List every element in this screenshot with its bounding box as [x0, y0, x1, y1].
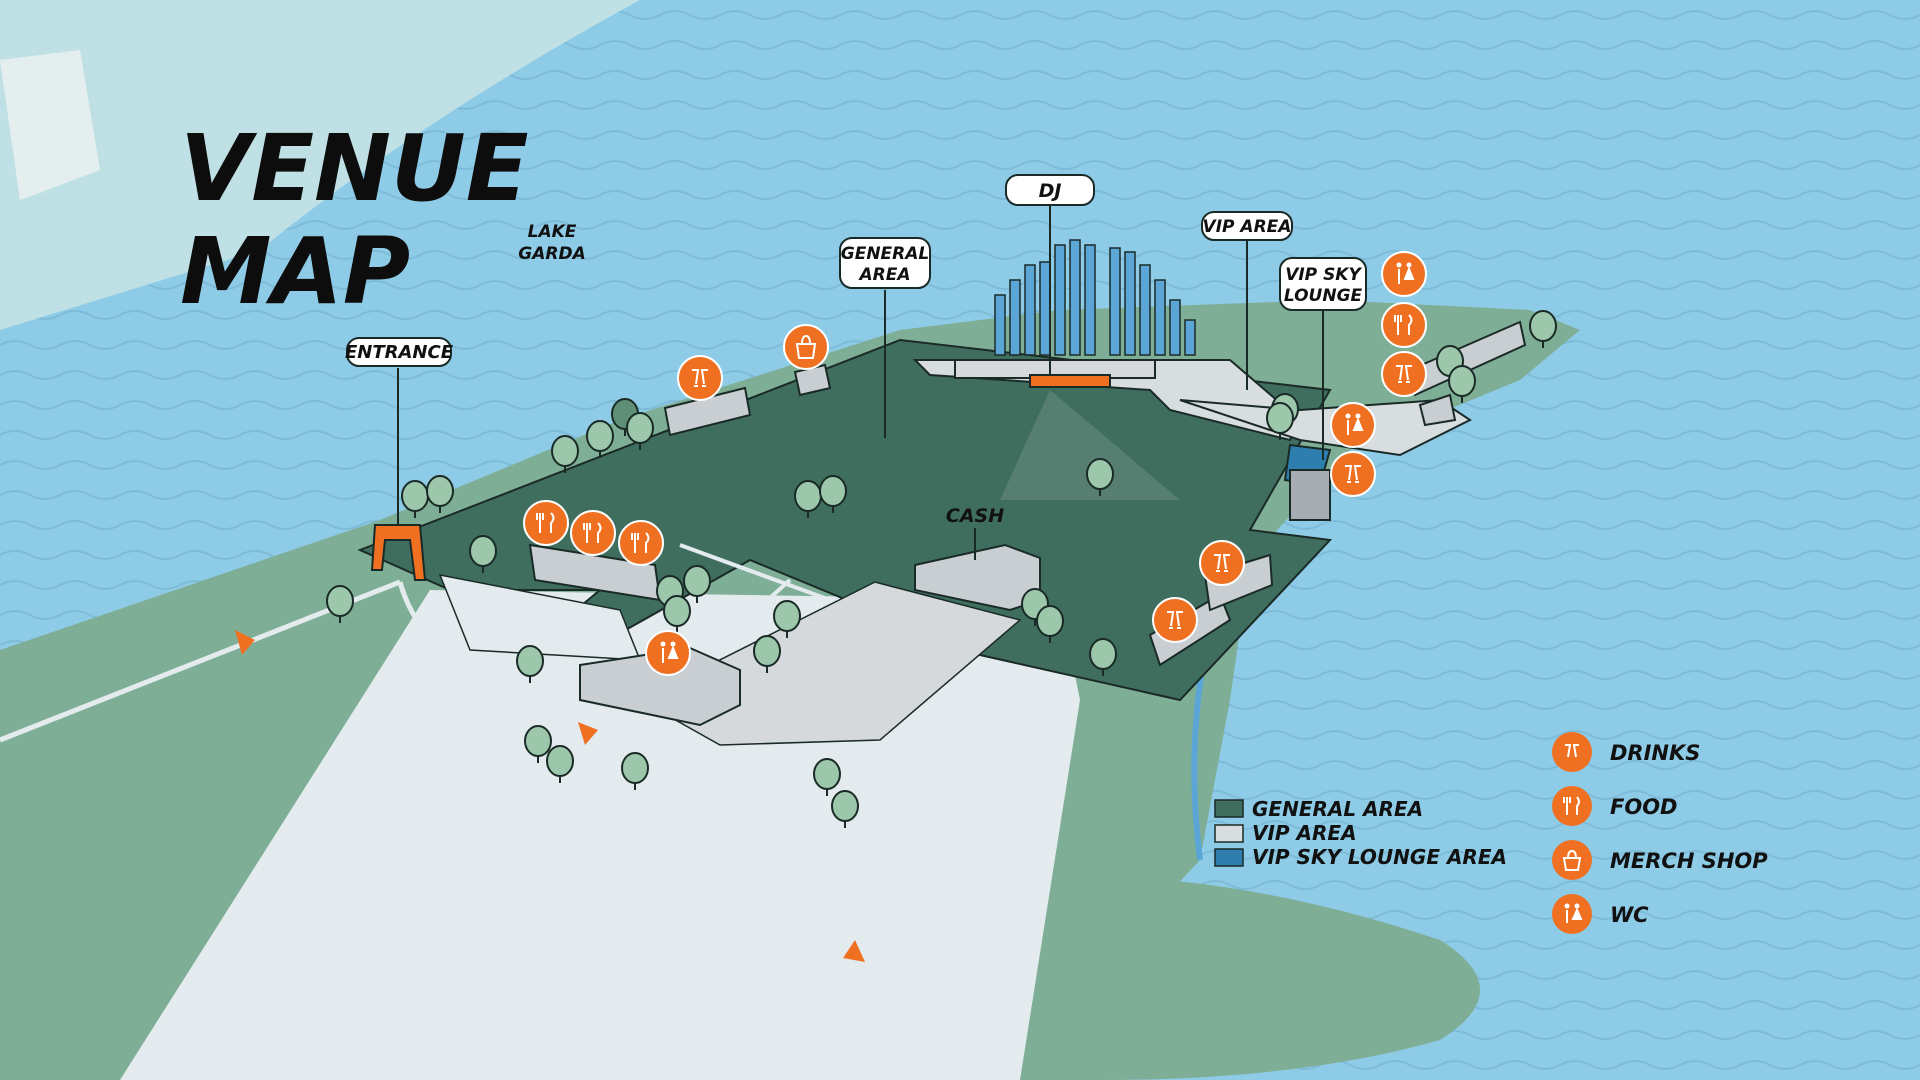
- callout-vip-area-label: VIP AREA: [1203, 217, 1292, 237]
- legend-drinks-icon: [1552, 732, 1592, 772]
- swatch-general-area: [1214, 799, 1244, 818]
- path-arrow: [235, 630, 255, 655]
- area-legend-vip-label: VIP AREA: [1252, 821, 1357, 845]
- lake-label-line1: LAKE: [528, 222, 577, 242]
- callout-general-area-line1: GENERAL: [841, 244, 930, 264]
- callout-vip-sky-lounge-line1: VIP SKY: [1285, 265, 1362, 285]
- drinks-icon: [677, 355, 723, 401]
- drinks-icon: [1330, 451, 1376, 497]
- far-building: [0, 50, 100, 200]
- path-inner-1: [679, 543, 831, 602]
- path-inner-2: [698, 578, 792, 662]
- swatch-vip-sky-lounge: [1214, 848, 1244, 867]
- food-icon: [618, 520, 664, 566]
- area-legend-item: VIP AREA: [1214, 821, 1357, 845]
- path-arrow: [843, 940, 865, 962]
- food-icon: [1381, 302, 1427, 348]
- legend-drinks-label: DRINKS: [1610, 741, 1700, 765]
- wc-icon: [1381, 251, 1427, 297]
- food-icon: [570, 510, 616, 556]
- entrance-gate: [370, 524, 427, 581]
- vip-area-east: [1179, 398, 1472, 457]
- area-legend: GENERAL AREA VIP AREA VIP SKY LOUNGE ARE…: [1214, 797, 1507, 869]
- callout-general-area: GENERAL AREA: [839, 237, 931, 289]
- callout-entrance: ENTRANCE: [345, 337, 454, 367]
- drinks-icon: [1381, 351, 1427, 397]
- callout-vip-sky-lounge-line2: LOUNGE: [1284, 286, 1363, 306]
- legend-merch-shop-icon: [1552, 840, 1592, 880]
- icon-legend: DRINKS FOOD MERCH SHOP WC: [1552, 732, 1768, 934]
- dj-booth: [1029, 374, 1111, 388]
- wc-icon: [1330, 402, 1376, 448]
- lake-label-line2: GARDA: [518, 244, 585, 264]
- poi-markers: [523, 251, 1427, 676]
- callout-general-area-line2: AREA: [857, 265, 910, 285]
- legend-food-label: FOOD: [1610, 795, 1677, 819]
- food-icon: [523, 500, 569, 546]
- far-shore: [0, 0, 640, 330]
- legend-food-icon: [1552, 786, 1592, 826]
- merch-shop-icon: [783, 324, 829, 370]
- wc-icon: [645, 630, 691, 676]
- area-legend-item: VIP SKY LOUNGE AREA: [1214, 845, 1507, 869]
- drinks-icon: [1152, 597, 1198, 643]
- cash-label: CASH: [946, 505, 1004, 527]
- title-line2: MAP: [180, 218, 410, 325]
- legend-wc-icon: [1552, 894, 1592, 934]
- path-arrow: [578, 722, 598, 745]
- callout-dj: DJ: [1005, 174, 1095, 206]
- swatch-vip-area: [1214, 824, 1244, 843]
- legend-wc-label: WC: [1610, 903, 1649, 927]
- dj-stage: [994, 239, 1196, 500]
- sky-lounge-building: [1289, 469, 1331, 521]
- callout-dj-label: DJ: [1039, 180, 1062, 202]
- buildings: [528, 320, 1527, 727]
- callout-lines: [397, 205, 1324, 525]
- callout-entrance-label: ENTRANCE: [345, 342, 454, 363]
- area-legend-item: GENERAL AREA: [1214, 797, 1423, 821]
- callout-vip-area: VIP AREA: [1201, 211, 1293, 241]
- title-line1: VENUE: [180, 115, 529, 222]
- area-legend-general-label: GENERAL AREA: [1252, 797, 1423, 821]
- drinks-icon: [1199, 540, 1245, 586]
- legend-merch-shop-label: MERCH SHOP: [1610, 849, 1768, 873]
- area-legend-sky-lounge-label: VIP SKY LOUNGE AREA: [1252, 845, 1507, 869]
- callout-vip-sky-lounge: VIP SKY LOUNGE: [1279, 257, 1367, 311]
